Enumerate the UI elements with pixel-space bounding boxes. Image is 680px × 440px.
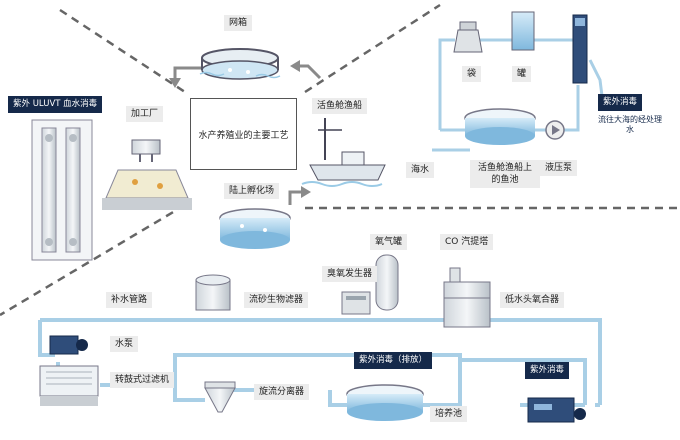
left-uv-unit-illustration (31, 119, 93, 261)
uv-label-bottom: 紫外消毒 (525, 362, 570, 379)
uv-unit-bottom-illustration (527, 397, 586, 423)
co2-stripper-label: CO 汽提塔 (440, 234, 494, 250)
makeup-pipe-label: 补水管路 (106, 292, 153, 308)
tank-label: 罐 (512, 66, 532, 82)
left-uv-label: 紫外 ULUVT 血水消毒 (8, 96, 103, 113)
hydrocyclone-label: 旋流分离器 (254, 384, 310, 400)
bag-label: 袋 (462, 66, 482, 82)
low-head-oxygenator-illustration (443, 267, 491, 328)
section-divider-lines (0, 3, 680, 317)
sand-filter-illustration (195, 274, 231, 311)
culture-tank-label: 培养池 (430, 406, 468, 422)
flow-arrows-gray (169, 60, 322, 205)
drum-filter-label: 转鼓式过滤机 (110, 372, 175, 388)
water-pump-illustration (49, 335, 88, 355)
center-title-box: 水产养殖业的主要工艺 (190, 98, 297, 170)
uv-label-top: 紫外消毒 (598, 94, 643, 111)
ozone-generator-label: 臭氧发生器 (322, 266, 378, 282)
low-head-oxygenator-label: 低水头氧合器 (500, 292, 565, 308)
net-cage-illustration (199, 48, 281, 80)
center-title: 水产养殖业的主要工艺 (198, 130, 289, 141)
fish-tank-label: 活鱼舱渔船上的鱼池 (470, 160, 540, 188)
hydrocyclone-illustration (204, 381, 236, 413)
land-hatchery-label: 陆上孵化场 (224, 183, 280, 199)
net-cage-label: 网箱 (224, 15, 253, 31)
oxygen-tank-label: 氧气罐 (370, 234, 408, 250)
processing-plant-label: 加工厂 (126, 106, 164, 122)
drum-filter-illustration (39, 365, 99, 406)
seawater-label: 海水 (406, 162, 435, 178)
fishing-vessel-illustration (301, 118, 386, 187)
uv-discharge-label: 紫外消毒（排放） (354, 352, 433, 369)
ras-piping (38, 318, 602, 407)
culture-tank-illustration (346, 384, 424, 421)
oxygen-tank-illustration (375, 254, 399, 311)
live-fish-vessel-label: 活鱼舱渔船 (312, 98, 368, 114)
discharge-note: 流往大海的经处理水 (598, 115, 662, 134)
processing-plant-illustration (102, 139, 192, 210)
ozone-generator-illustration (341, 291, 371, 315)
vessel-water-system (432, 11, 604, 152)
water-pump-label: 水泵 (110, 336, 139, 352)
sand-filter-label: 流砂生物滤器 (244, 292, 309, 308)
pump-label: 液压泵 (540, 160, 578, 176)
hatchery-tank-illustration (219, 208, 291, 249)
